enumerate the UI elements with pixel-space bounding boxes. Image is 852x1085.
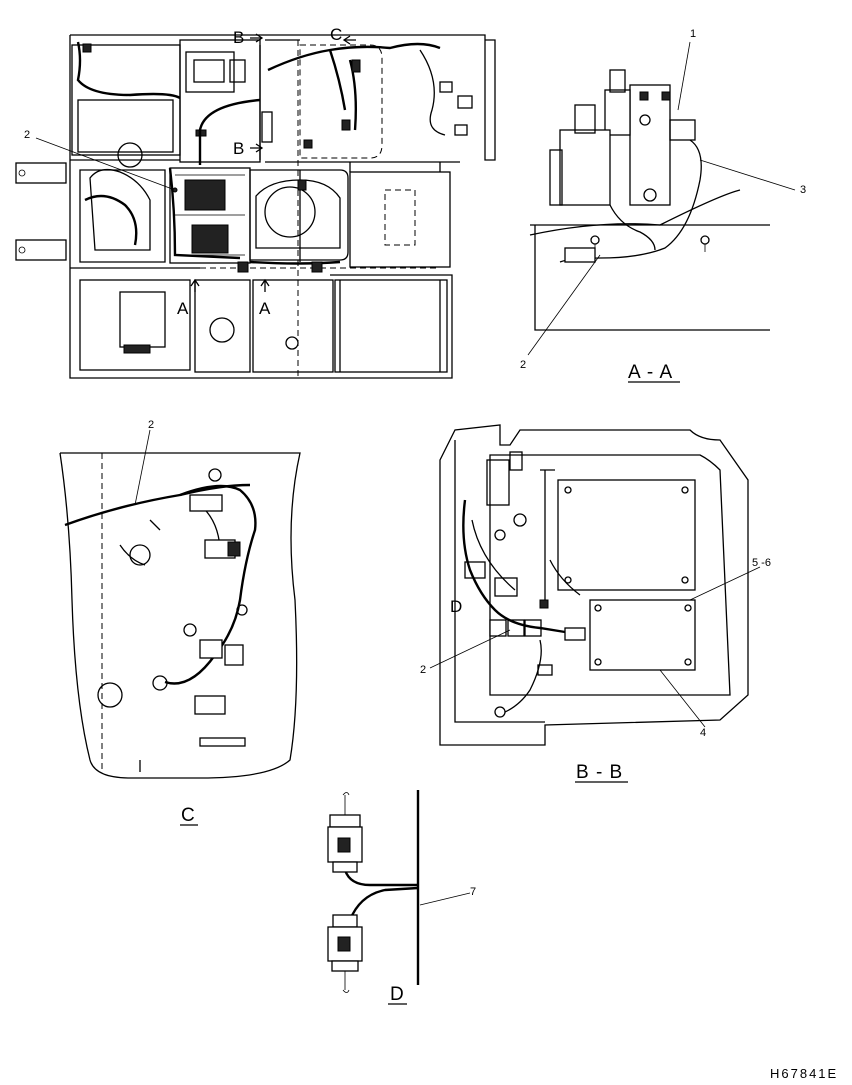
section-bb-view bbox=[429, 424, 761, 783]
aa-callout-1: 1 bbox=[690, 28, 696, 40]
view-d bbox=[327, 790, 471, 1005]
c-callout-2: 2 bbox=[148, 419, 154, 431]
d-callout-7: 7 bbox=[470, 886, 476, 898]
cut-a-label-right: A bbox=[259, 299, 271, 318]
bb-callout-5-6: 5 -6 bbox=[752, 557, 771, 569]
aa-callout-3: 3 bbox=[800, 184, 806, 196]
bb-detail-d: D bbox=[450, 597, 462, 616]
drawing-code: H67841E bbox=[770, 1066, 838, 1081]
section-aa-view bbox=[527, 41, 796, 383]
cut-b-label-top: B bbox=[233, 28, 244, 47]
view-d-title: D bbox=[390, 984, 405, 1005]
main-callout-2: 2 bbox=[24, 129, 30, 141]
bb-callout-2: 2 bbox=[420, 664, 426, 676]
aa-callout-2: 2 bbox=[520, 359, 526, 371]
cut-c-label: C bbox=[330, 25, 342, 44]
bb-callout-4: 4 bbox=[700, 727, 706, 739]
view-c-title: C bbox=[181, 805, 196, 826]
cut-b-label-lower: B bbox=[233, 139, 244, 158]
cut-a-label-left: A bbox=[177, 299, 189, 318]
main-view bbox=[15, 33, 496, 379]
section-aa-title: A - A bbox=[628, 362, 673, 383]
section-bb-title: B - B bbox=[576, 762, 623, 783]
view-c bbox=[59, 429, 301, 826]
